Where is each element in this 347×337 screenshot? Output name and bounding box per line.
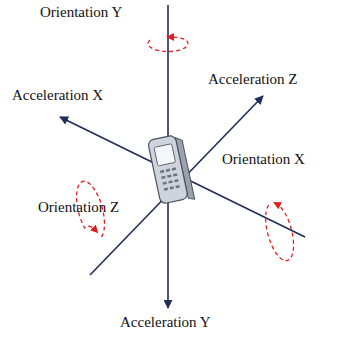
axis-label: Orientation X [222, 150, 305, 168]
axis-label: Acceleration Y [120, 313, 211, 331]
phone-key [174, 179, 178, 182]
phone-key [170, 186, 174, 189]
axis-z [90, 96, 263, 275]
phone-body [147, 135, 188, 204]
rotation-y [148, 37, 188, 51]
phone-key [166, 169, 170, 172]
phone-key [167, 174, 171, 177]
phone-keypad [160, 167, 180, 190]
phone-key [161, 176, 165, 179]
phone-key [160, 170, 164, 173]
phone-illustration [147, 134, 194, 207]
axis-label: Acceleration X [12, 86, 103, 104]
phone-key [175, 185, 179, 188]
phone-key [173, 173, 177, 176]
phone-screen [154, 144, 176, 166]
phone-key [164, 187, 168, 190]
phone-key [172, 167, 176, 170]
axis-label: Orientation Z [38, 198, 119, 216]
phone-key [168, 180, 172, 183]
axis-label: Orientation Y [40, 3, 122, 21]
axis-label: Acceleration Z [208, 70, 298, 88]
rotation-x-ellipse [261, 201, 299, 264]
phone-key [162, 182, 166, 185]
axis-x [60, 117, 305, 237]
rotation-x [261, 201, 299, 264]
